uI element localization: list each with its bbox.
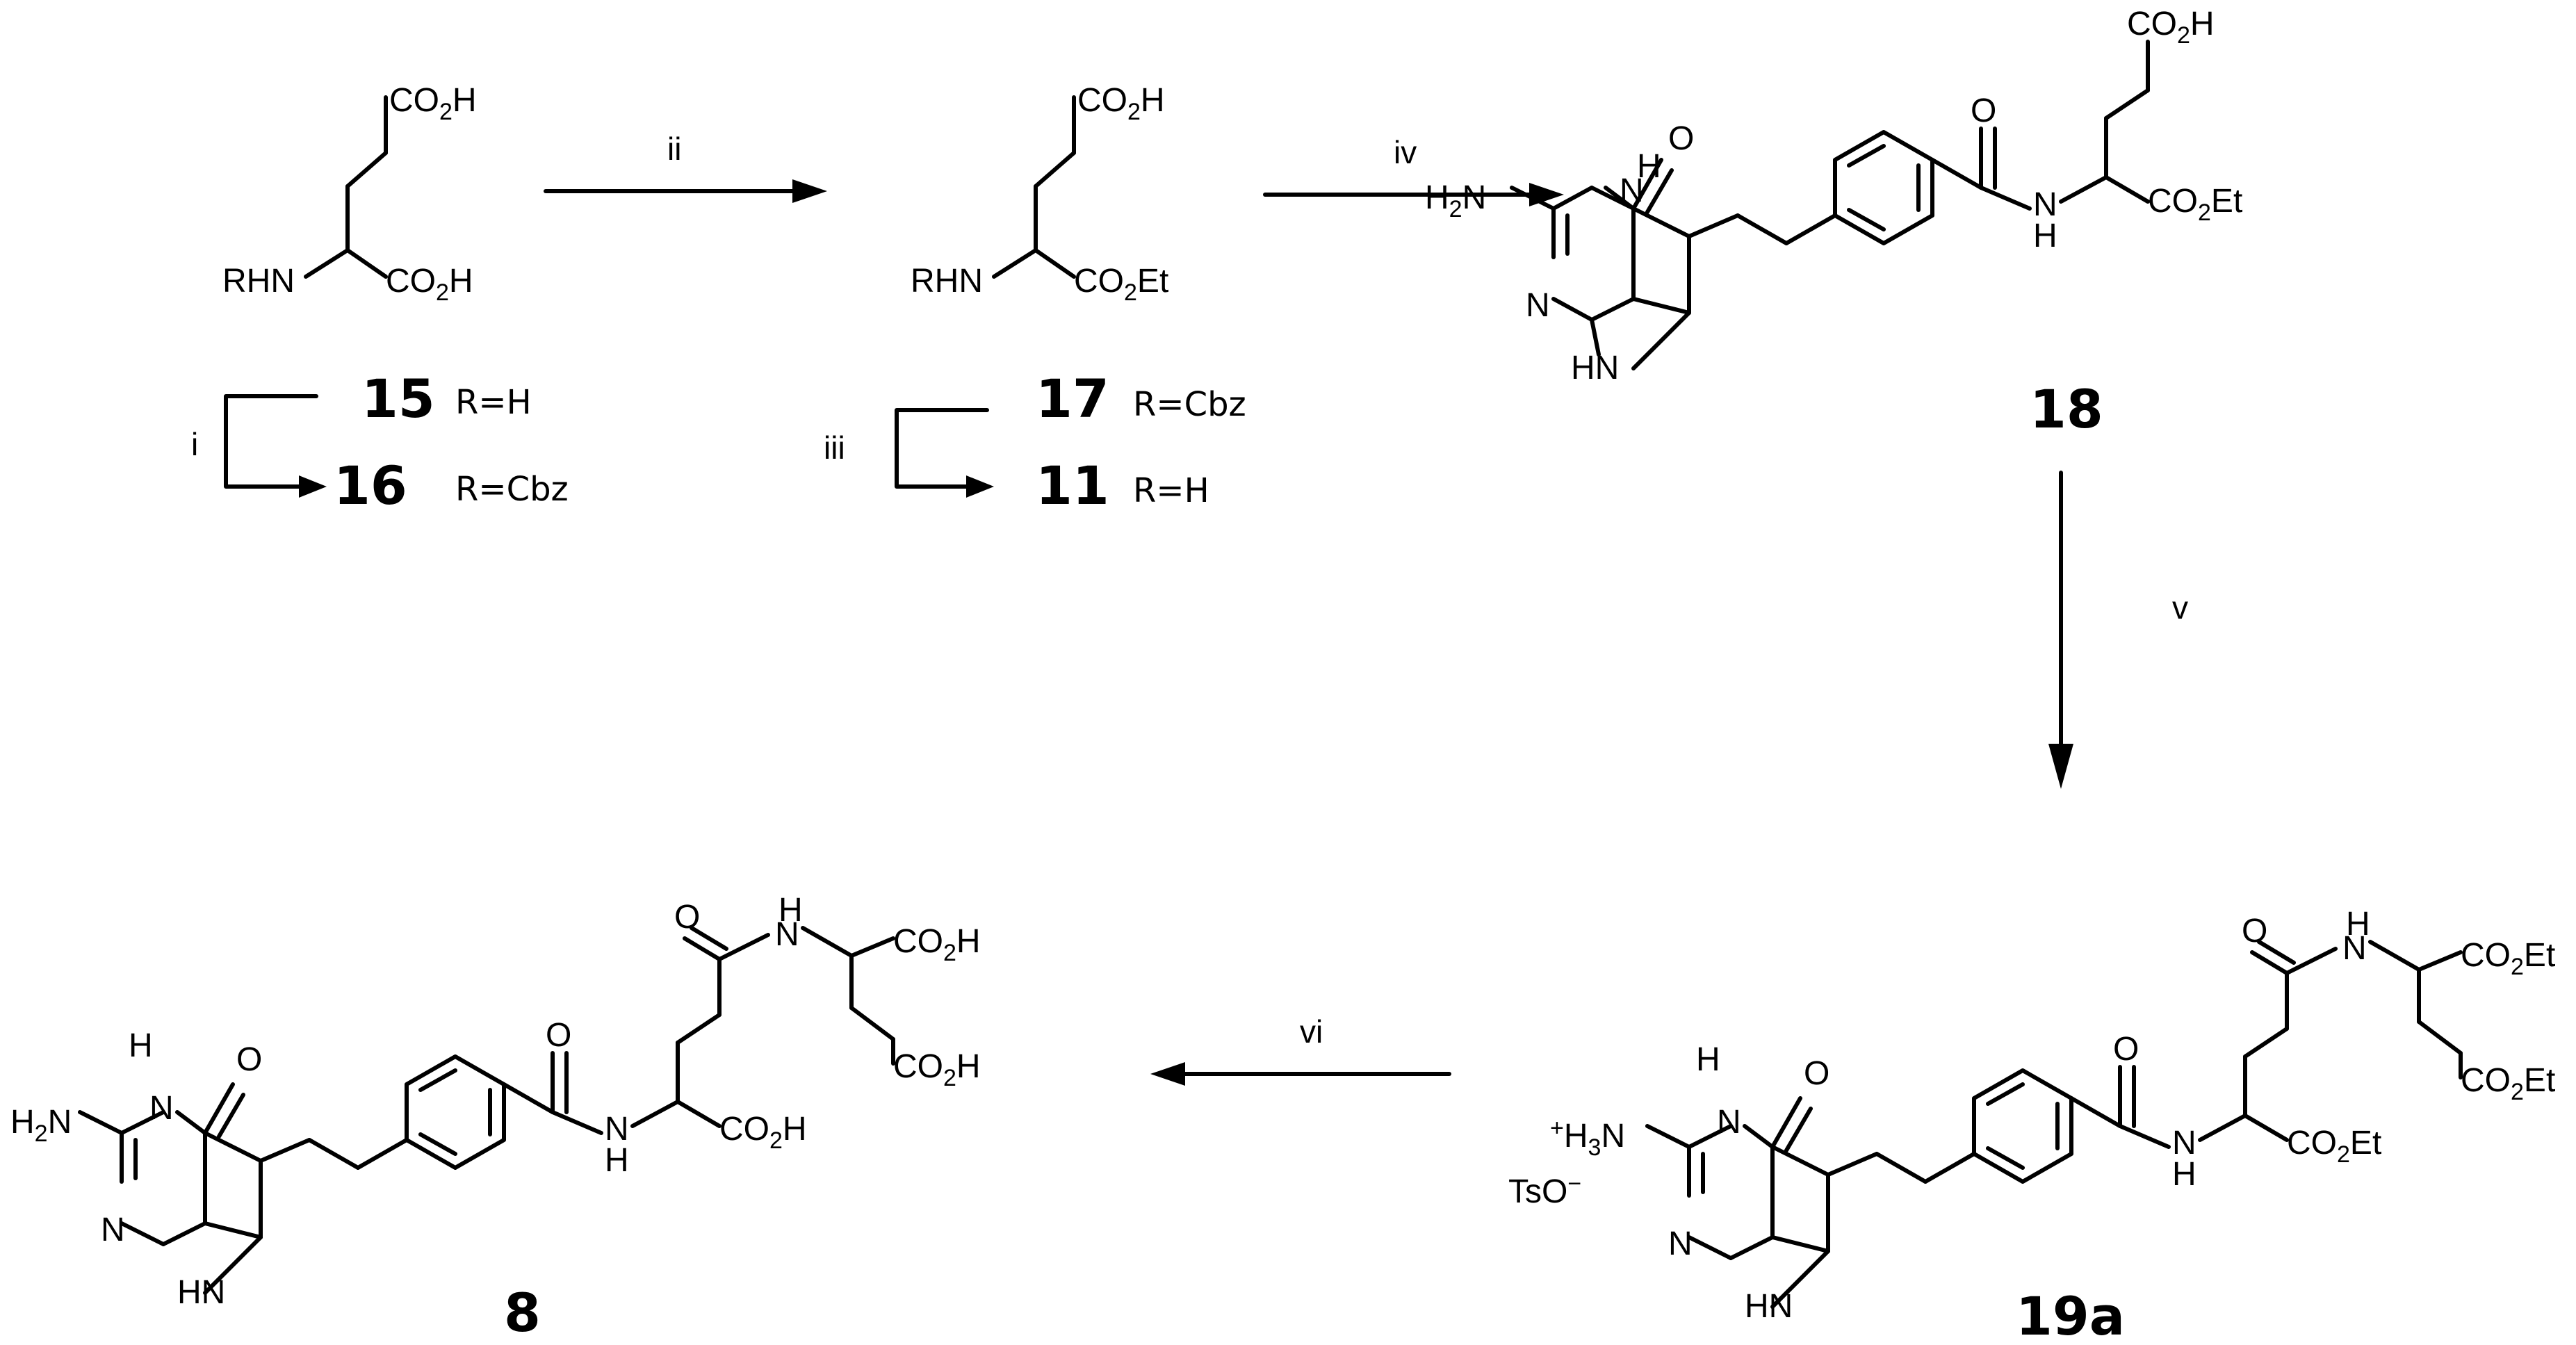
h-label: H — [605, 1142, 629, 1179]
reagent-iii: iii — [824, 430, 845, 466]
n-label: N — [101, 1212, 125, 1248]
reagent-v: v — [2172, 589, 2188, 626]
hn-label: HN — [1745, 1288, 1793, 1325]
h2n-label: H2N — [10, 1104, 72, 1147]
co2et-label: CO2Et — [2461, 937, 2555, 980]
hook-arrow-head — [299, 475, 327, 498]
co2et-label: CO2Et — [1074, 263, 1168, 306]
o-label: O — [2113, 1031, 2139, 1068]
n-label: N — [2033, 186, 2057, 223]
structure-17: CO2H RHN CO2Et — [911, 82, 1168, 306]
compound-number-16: 16 — [334, 455, 407, 516]
structure-19a: H N O N HN +H3N TsO− O N H O H N CO2Et C… — [1508, 906, 2555, 1345]
co2h-label: CO2H — [893, 923, 981, 966]
rhn-label: RHN — [911, 263, 983, 300]
n-label: N — [149, 1090, 174, 1127]
substituent-17: R=Cbz — [1133, 385, 1246, 424]
reagent-ii: ii — [667, 131, 681, 167]
compound-number-8: 8 — [504, 1282, 541, 1344]
h-label: H — [778, 892, 803, 929]
n-label: N — [2342, 930, 2367, 967]
structure-18: H N O N HN H2N O N H CO2H CO2Et 18 — [1425, 6, 2242, 440]
h-label: H — [1696, 1041, 1720, 1078]
structure-15: CO2H RHN CO2H — [222, 82, 477, 306]
o-label: O — [546, 1017, 571, 1054]
o-label: O — [1804, 1055, 1829, 1092]
o-label: O — [674, 899, 700, 936]
co2h-label: CO2H — [389, 82, 477, 125]
compound-number-18: 18 — [2030, 378, 2103, 440]
co2et-label: CO2Et — [2148, 183, 2242, 226]
co2et-label: CO2Et — [2287, 1125, 2381, 1168]
h-label: H — [2172, 1156, 2196, 1193]
h-label: H — [2033, 218, 2057, 254]
reagent-i: i — [191, 426, 198, 462]
co2et-label: CO2Et — [2461, 1062, 2555, 1105]
n-label: N — [605, 1111, 629, 1148]
arrow-v: v — [2048, 471, 2188, 789]
compound-number-15: 15 — [361, 368, 435, 430]
o-label: O — [1971, 92, 1996, 129]
tosylate-label: TsO− — [1508, 1171, 1581, 1210]
co2h-label: CO2H — [893, 1048, 981, 1091]
h3n-plus-label: +H3N — [1550, 1115, 1625, 1161]
n-label: N — [775, 916, 799, 953]
hn-label: HN — [177, 1274, 225, 1311]
co2h-label: CO2H — [719, 1111, 807, 1154]
substituent-15: R=H — [455, 383, 532, 422]
h2n-label: H2N — [1425, 179, 1486, 222]
co2h-label: CO2H — [386, 263, 473, 306]
o-label: O — [2242, 913, 2267, 949]
compound-number-11: 11 — [1036, 455, 1109, 516]
hn-label: HN — [1571, 350, 1619, 386]
compound-labels-15-16: i 15 R=H 16 R=Cbz — [191, 368, 569, 516]
compound-labels-17-11: iii 17 R=Cbz 11 R=H — [824, 368, 1246, 516]
reagent-iv: iv — [1394, 134, 1417, 170]
n-label: N — [1668, 1225, 1693, 1262]
substituent-16: R=Cbz — [455, 470, 569, 509]
co2h-label: CO2H — [2127, 6, 2215, 49]
h-label: H — [1637, 148, 1661, 185]
h-label: H — [129, 1027, 153, 1064]
arrow-iv: iv — [1263, 134, 1564, 206]
arrow-ii: ii — [544, 131, 827, 203]
n-label: N — [1717, 1104, 1741, 1141]
o-label: O — [1668, 120, 1694, 157]
o-label: O — [236, 1041, 262, 1078]
arrow-vi: vi — [1150, 1013, 1451, 1086]
n-label: N — [1526, 287, 1550, 324]
reagent-vi: vi — [1300, 1013, 1323, 1050]
compound-number-19a: 19a — [2016, 1285, 2125, 1345]
substituent-11: R=H — [1133, 471, 1209, 510]
compound-number-17: 17 — [1036, 368, 1109, 430]
rhn-label: RHN — [222, 263, 295, 300]
n-label: N — [2172, 1125, 2196, 1161]
co2h-label: CO2H — [1077, 82, 1165, 125]
structure-8: H N O N HN H2N O N H O H N CO2H CO2H CO2… — [10, 892, 981, 1344]
h-label: H — [2346, 906, 2370, 943]
n-label: N — [1620, 172, 1644, 209]
